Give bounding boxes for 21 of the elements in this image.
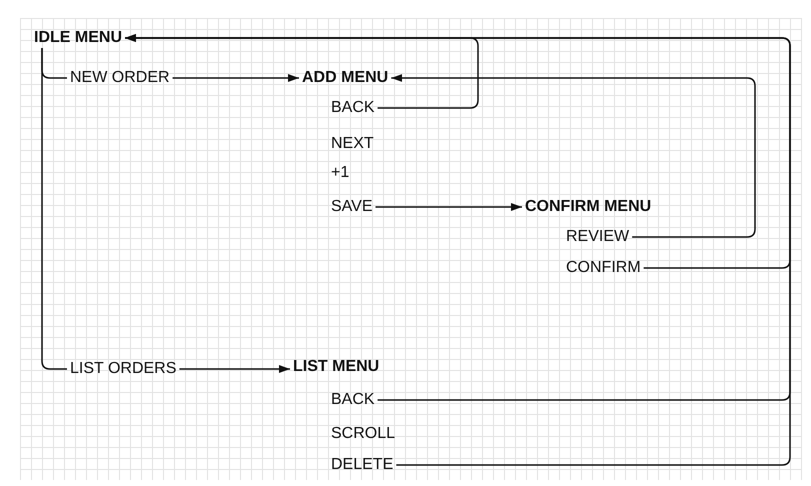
menu-option: REVIEW bbox=[566, 227, 630, 247]
menu-option: SAVE bbox=[331, 197, 372, 217]
connector-line bbox=[41, 48, 67, 370]
menu-option: BACK bbox=[331, 98, 375, 118]
menu-option: SCROLL bbox=[331, 424, 396, 444]
menu-option: +1 bbox=[331, 163, 350, 183]
arrow bbox=[172, 74, 299, 82]
menu-option: NEXT bbox=[331, 134, 374, 154]
menu-title: CONFIRM MENU bbox=[525, 197, 652, 217]
menu-option: BACK bbox=[331, 390, 375, 410]
menu-option: NEW ORDER bbox=[70, 68, 170, 88]
menu-title: ADD MENU bbox=[302, 68, 388, 88]
menu-option: CONFIRM bbox=[566, 258, 641, 278]
menu-option: LIST ORDERS bbox=[70, 359, 176, 379]
menu-title: LIST MENU bbox=[293, 357, 380, 377]
arrow bbox=[391, 74, 756, 238]
menu-title: IDLE MENU bbox=[34, 28, 122, 48]
arrow bbox=[179, 365, 290, 373]
arrow bbox=[125, 34, 791, 466]
menu-option: DELETE bbox=[331, 455, 394, 475]
arrow bbox=[376, 203, 522, 211]
